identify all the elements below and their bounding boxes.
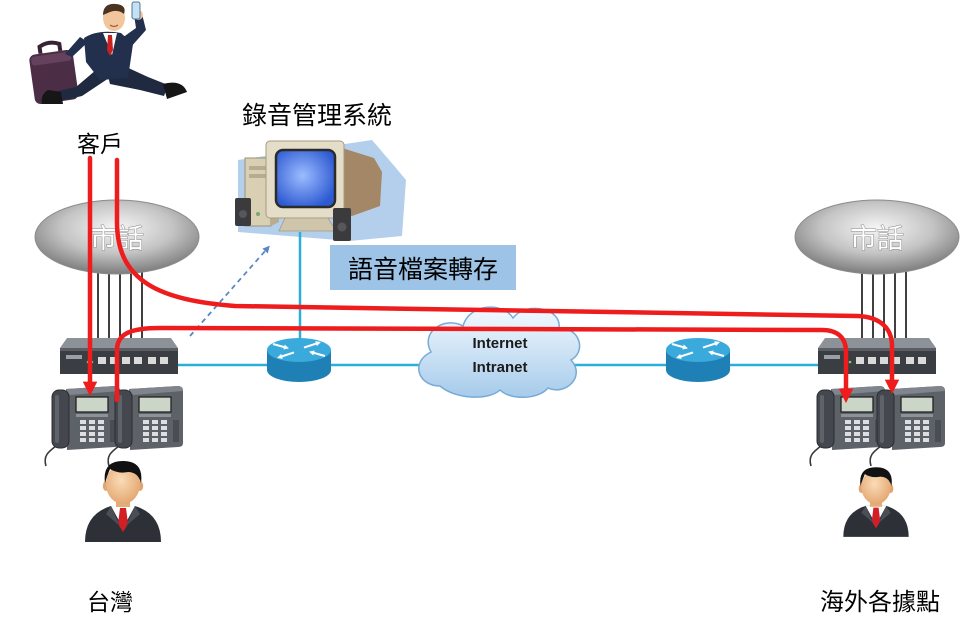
ip-phone-icon-taiwan-2 xyxy=(107,385,184,467)
businessman-running-icon xyxy=(29,1,187,105)
call-path-customer-to-overseas xyxy=(114,157,900,395)
taiwan-label: 台灣 xyxy=(87,590,133,616)
router-icon-left xyxy=(267,338,331,382)
file-transfer-label: 語音檔案轉存 xyxy=(348,255,498,284)
cloud-label-internet: Internet xyxy=(472,335,527,352)
computer-icon xyxy=(235,140,406,241)
ip-phone-icon-taiwan-1 xyxy=(44,385,121,467)
voip-gateway-icon-right xyxy=(818,338,936,374)
person-icon-overseas xyxy=(843,467,909,537)
pstn-right-label: 市話 xyxy=(850,224,904,255)
pstn-trunk-left xyxy=(97,262,143,340)
cloud-label-intranet: Intranet xyxy=(472,359,527,376)
customer-label: 客戶 xyxy=(77,132,123,158)
call-path-taiwan-to-overseas xyxy=(114,325,854,404)
router-icon-right xyxy=(666,338,730,382)
internet-cloud: Internet Intranet xyxy=(418,306,581,398)
overseas-label: 海外各據點 xyxy=(820,588,940,616)
ip-phone-icon-overseas-1 xyxy=(809,385,886,467)
recording-transfer-arrow xyxy=(189,245,270,337)
recording-system-label: 錄音管理系統 xyxy=(242,101,392,130)
ip-phone-icon-overseas-2 xyxy=(869,385,946,467)
file-transfer-box: 語音檔案轉存 xyxy=(330,245,516,290)
person-icon-taiwan xyxy=(85,461,161,542)
pstn-cloud-right: 市話 xyxy=(794,199,960,275)
